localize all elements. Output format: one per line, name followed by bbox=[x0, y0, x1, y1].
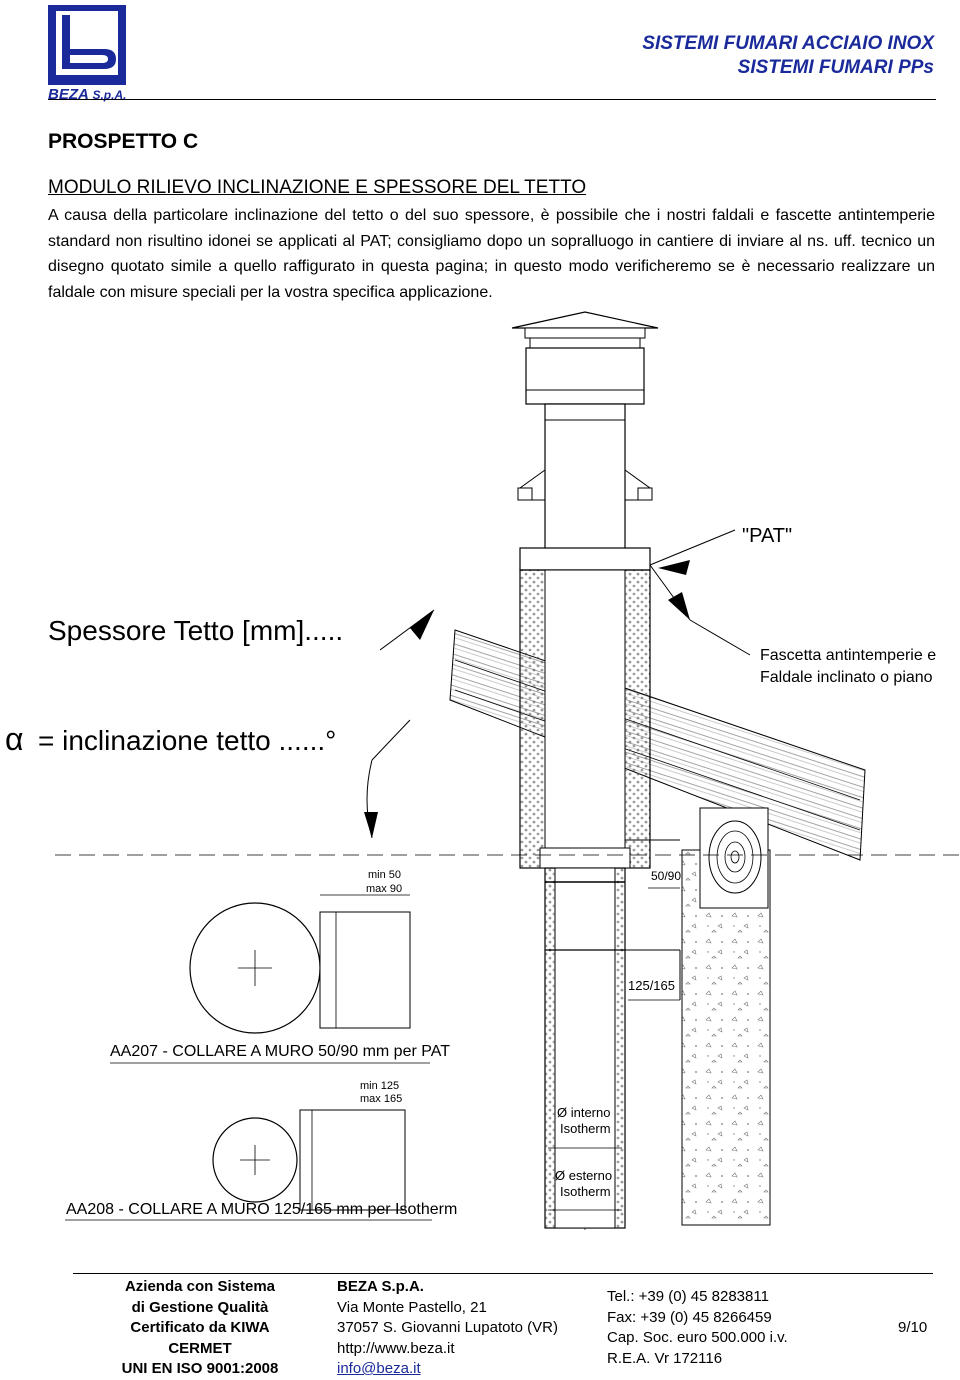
header-titles: SISTEMI FUMARI ACCIAIO INOX SISTEMI FUMA… bbox=[642, 32, 934, 80]
max165-label: max 165 bbox=[360, 1093, 402, 1105]
footer-contact-line: Fax: +39 (0) 45 8266459 bbox=[607, 1308, 772, 1326]
intro-paragraph: A causa della particolare inclinazione d… bbox=[48, 207, 935, 301]
interno-label-1: Ø interno bbox=[557, 1105, 610, 1120]
footer-address-line: Via Monte Pastello, 21 bbox=[337, 1298, 487, 1316]
footer-company: BEZA S.p.A. bbox=[337, 1278, 424, 1295]
interno-label-2: Isotherm bbox=[560, 1121, 611, 1136]
footer-contacts: Tel.: +39 (0) 45 8283811 Fax: +39 (0) 45… bbox=[607, 1287, 827, 1369]
inclinazione-label: = inclinazione tetto ......° bbox=[38, 725, 336, 756]
esterno-label-2: Isotherm bbox=[560, 1184, 611, 1199]
footer-address-line: 37057 S. Giovanni Lupatoto (VR) bbox=[337, 1319, 558, 1336]
aa207-caption: AA207 - COLLARE A MURO 50/90 mm per PAT bbox=[110, 1043, 450, 1060]
fascetta-label-2: Faldale inclinato o piano bbox=[760, 669, 933, 686]
footer-divider bbox=[73, 1273, 933, 1274]
max90-label: max 90 bbox=[366, 883, 402, 895]
footer-contact-line: R.E.A. Vr 172116 bbox=[607, 1349, 723, 1367]
min50-label: min 50 bbox=[368, 869, 401, 881]
section-title: MODULO RILIEVO INCLINAZIONE E SPESSORE D… bbox=[48, 177, 587, 198]
footer-quality: Azienda con Sistema di Gestione Qualità … bbox=[100, 1277, 300, 1380]
header-divider bbox=[48, 99, 936, 100]
prospetto-heading: PROSPETTO C bbox=[48, 130, 199, 153]
esterno-label-1: Ø esterno bbox=[555, 1168, 612, 1183]
footer-quality-line: UNI EN ISO 9001:2008 bbox=[121, 1360, 279, 1377]
footer-quality-line: Certificato da KIWA CERMET bbox=[130, 1319, 270, 1357]
footer-website[interactable]: http://www.beza.it bbox=[337, 1339, 455, 1357]
dim-5090: 50/90 bbox=[651, 869, 681, 883]
footer-quality-line: di Gestione Qualità bbox=[131, 1298, 269, 1316]
alpha-symbol: α bbox=[5, 721, 24, 757]
fascetta-label-1: Fascetta antintemperie e bbox=[760, 647, 936, 664]
aa208-caption: AA208 - COLLARE A MURO 125/165 mm per Is… bbox=[66, 1201, 457, 1218]
page-number: 9/10 bbox=[898, 1319, 928, 1336]
footer-quality-line: Azienda con Sistema bbox=[124, 1278, 276, 1295]
dim-125165: 125/165 bbox=[628, 978, 675, 993]
header-title-2: SISTEMI FUMARI PPs bbox=[737, 57, 934, 78]
pat-label: "PAT" bbox=[742, 525, 792, 547]
beza-logo bbox=[48, 5, 126, 85]
footer-address: BEZA S.p.A. Via Monte Pastello, 21 37057… bbox=[337, 1277, 577, 1380]
footer-contact-line: Cap. Soc. euro 500.000 i.v. bbox=[607, 1329, 788, 1346]
footer-contact-line: Tel.: +39 (0) 45 8283811 bbox=[607, 1288, 769, 1305]
technical-drawing: "PAT" Spessore Tetto [mm]..... Fascetta … bbox=[5, 311, 960, 1230]
spessore-label: Spessore Tetto [mm]..... bbox=[48, 615, 343, 646]
footer-email-link[interactable]: info@beza.it bbox=[337, 1360, 421, 1377]
brand-name: BEZA S.p.A. bbox=[48, 86, 127, 103]
min125-label: min 125 bbox=[360, 1080, 399, 1092]
header-title-1: SISTEMI FUMARI ACCIAIO INOX bbox=[642, 33, 934, 54]
